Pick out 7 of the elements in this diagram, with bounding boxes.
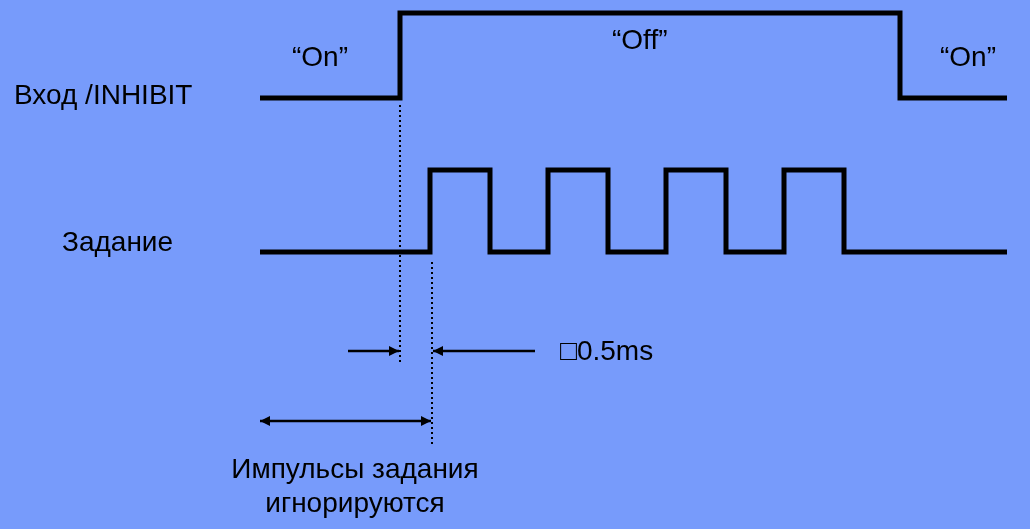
note-text: Импульсы задания игнорируются <box>230 452 480 520</box>
state-label: “On” <box>940 40 996 74</box>
timing-note: □0.5ms <box>560 334 654 368</box>
state-label: “Off” <box>612 23 668 57</box>
state-label: “On” <box>292 40 348 74</box>
signal-name: Вход /INHIBIT <box>14 78 193 112</box>
signal-name: Задание <box>62 225 174 259</box>
